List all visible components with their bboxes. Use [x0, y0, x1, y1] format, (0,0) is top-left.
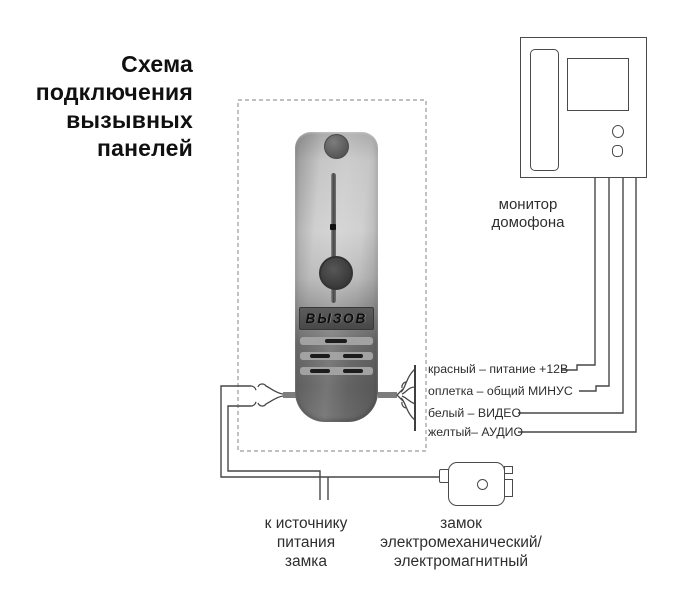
page-title: Схема подключения вызывных панелей — [18, 50, 193, 162]
grille-slot — [343, 369, 363, 373]
lock-right-tab-large — [504, 479, 513, 497]
speaker-grille-bar-2 — [300, 352, 373, 360]
grille-slot — [325, 339, 347, 343]
fan-wire-1 — [400, 368, 416, 393]
fan-wire-2 — [401, 386, 416, 395]
power-label-line-1: к источнику — [264, 515, 348, 532]
grille-slot — [310, 354, 330, 358]
wire-audio — [518, 178, 637, 433]
main-camera-lens — [319, 256, 353, 290]
speaker-grille-bar-3 — [300, 367, 373, 375]
title-line-3: вызывных — [66, 107, 193, 133]
wire-to-lock — [220, 385, 439, 478]
hook-left-top — [250, 385, 257, 391]
wire-video — [518, 178, 624, 414]
door-call-panel: ВЫЗОВ — [295, 132, 378, 422]
monitor-button-1 — [612, 125, 624, 138]
grille-slot — [343, 354, 363, 358]
camera-lens-icon — [324, 134, 349, 159]
monitor-label: монитор домофона — [473, 196, 583, 232]
fan-wire-3 — [401, 395, 416, 405]
power-label-line-2: питания — [276, 534, 336, 551]
power-label-line-3: замка — [284, 553, 328, 570]
monitor-screen — [567, 58, 629, 111]
fan-wire-4 — [400, 397, 416, 421]
wire-label-red-power: красный – питание +12В — [428, 362, 569, 376]
electric-lock — [448, 462, 505, 506]
handset — [530, 49, 559, 171]
lock-power-source-label: к источнику питания замка — [253, 514, 359, 571]
monitor-label-line-1: монитор — [498, 196, 558, 213]
call-button-label: ВЫЗОВ — [305, 311, 368, 326]
monitor-label-line-2: домофона — [491, 214, 565, 231]
call-button: ВЫЗОВ — [299, 307, 374, 330]
lock-label-line-1: замок — [440, 515, 482, 532]
microphone-slit — [331, 173, 336, 303]
dashed-enclosure — [237, 99, 427, 452]
wire-power — [561, 178, 596, 371]
connector-hook-right-bottom — [401, 401, 407, 409]
wire-to-power-1 — [227, 405, 321, 500]
monitor-button-2 — [612, 145, 623, 157]
lock-type-label: замок электромеханический/ электромагнит… — [355, 514, 567, 571]
wire-label-shield-minus: оплетка – общий МИНУС — [428, 384, 573, 398]
title-line-4: панелей — [96, 135, 193, 161]
wire-label-white-video: белый – ВИДЕО — [428, 406, 522, 420]
title-line-2: подключения — [35, 79, 193, 105]
connector-split-left-bottom — [257, 395, 284, 407]
connector-split-left-top — [257, 383, 284, 395]
wire-label-yellow-audio: желтый– АУДИО — [428, 425, 524, 439]
wire-ground — [579, 178, 610, 392]
lock-label-line-2: электромеханический/ — [380, 534, 542, 551]
title-line-1: Схема — [121, 51, 193, 77]
intercom-monitor — [520, 37, 647, 178]
microphone-hole — [330, 224, 336, 230]
connector-split-right — [396, 388, 404, 402]
hook-left-bottom — [250, 401, 257, 407]
lock-right-tab-small — [504, 466, 513, 474]
speaker-grille-bar-1 — [300, 337, 373, 345]
grille-slot — [310, 369, 330, 373]
connector-hook-right-top — [401, 381, 407, 389]
lock-label-line-3: электромагнитный — [393, 553, 529, 570]
lock-keyhole — [477, 479, 488, 490]
